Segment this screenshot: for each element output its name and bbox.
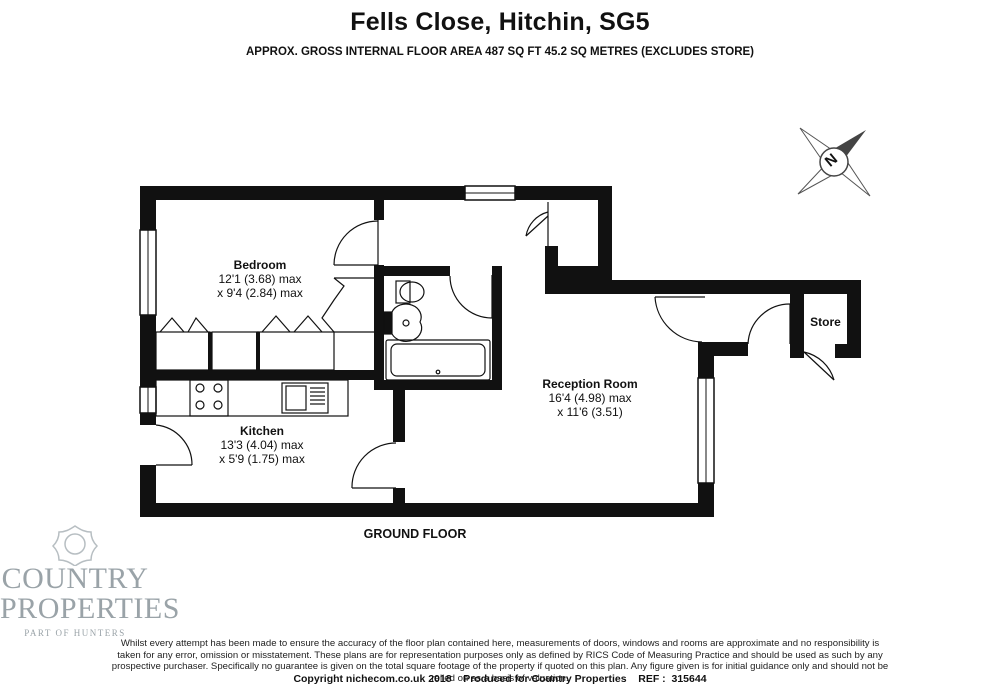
room-dim: x 5'9 (1.75) max [219,452,305,466]
room-store: Store [804,315,847,329]
walls [139,185,861,517]
logo-emblem-icon [51,525,99,566]
agency-logo: COUNTRY PROPERTIES PART OF HUNTERS [0,522,180,638]
footer-copyright: Copyright nichecom.co.uk 2018 Produced f… [293,673,707,685]
room-name: Store [810,315,841,329]
plan-title: Fells Close, Hitchin, SG5 [350,8,650,36]
disclaimer: Whilst every attempt has been made to en… [111,638,889,684]
kitchen-fittings [155,379,349,417]
bathroom-fittings [383,280,491,381]
room-name: Reception Room [542,377,638,391]
room-dim: 16'4 (4.98) max [548,391,632,405]
logo-line-2: PROPERTIES [0,592,180,625]
logo-line-3: PART OF HUNTERS [24,628,126,638]
room-name: Bedroom [233,258,287,272]
logo-line-1: COUNTRY [1,562,149,595]
room-dim: 13'3 (4.04) max [220,438,304,452]
room-name: Kitchen [239,424,284,438]
floor-area-subtitle: APPROX. GROSS INTERNAL FLOOR AREA 487 SQ… [246,46,754,58]
floor-label: GROUND FLOOR [363,527,467,541]
doors [155,202,835,489]
compass-icon [797,127,871,197]
room-reception: Reception Room 16'4 (4.98) max x 11'6 (3… [520,377,660,419]
room-kitchen: Kitchen 13'3 (4.04) max x 5'9 (1.75) max [200,424,324,466]
room-bedroom: Bedroom 12'1 (3.68) max x 9'4 (2.84) max [200,258,320,300]
room-dim: x 11'6 (3.51) [557,405,623,419]
room-dim: 12'1 (3.68) max [218,272,302,286]
room-dim: x 9'4 (2.84) max [217,286,303,300]
